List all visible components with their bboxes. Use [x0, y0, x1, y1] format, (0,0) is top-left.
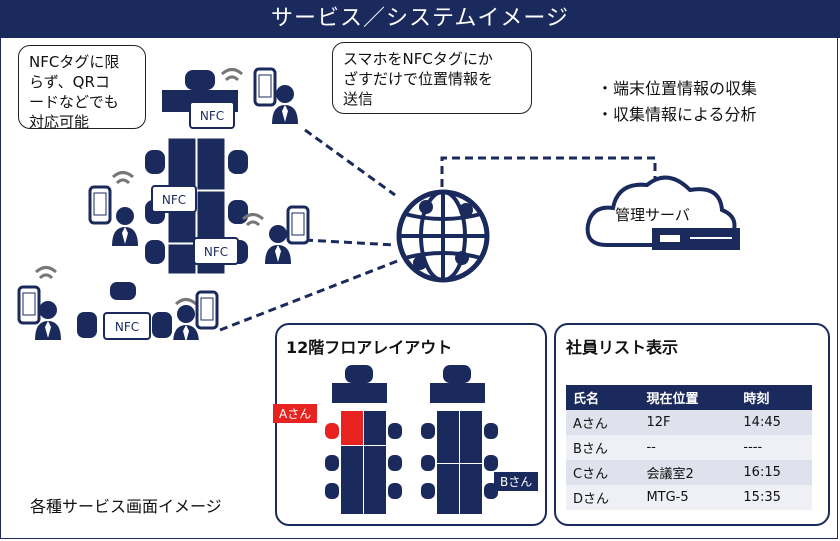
- table-row: Dさん MTG-5 15:35: [566, 485, 812, 510]
- table-header-row: 氏名 現在位置 時刻: [566, 385, 812, 410]
- globe-icon: [396, 189, 490, 283]
- nfc-illustration: NFC NFC NFC NFC 管理サーバ: [17, 67, 740, 340]
- caption: 各種サービス画面イメージ: [30, 497, 222, 516]
- nfc-tag: NFC: [189, 101, 235, 129]
- nfc-tag: NFC: [151, 185, 197, 213]
- nfc-tag: NFC: [193, 237, 239, 265]
- svg-text:NFC: NFC: [200, 109, 224, 123]
- note-bubble-top: スマホをNFCタグにか ざすだけで位置情報を 送信: [332, 42, 532, 114]
- column-header: 現在位置: [639, 385, 737, 410]
- floor-layout-map: [325, 365, 498, 514]
- person-tag-b: Bさん: [494, 472, 539, 491]
- page-title: サービス／システムイメージ: [0, 0, 840, 38]
- note-bubble-left: NFCタグに限 らず、QRコ ードなどでも 対応可能: [18, 45, 146, 131]
- chair: [185, 70, 215, 90]
- floor-layout-panel: [275, 323, 547, 526]
- svg-text:NFC: NFC: [162, 193, 186, 207]
- feature-item: 端末位置情報の収集: [597, 76, 757, 102]
- table-row: Cさん 会議室2 16:15: [566, 460, 812, 485]
- employee-list-title: 社員リスト表示: [566, 338, 679, 357]
- svg-text:NFC: NFC: [115, 320, 139, 334]
- nfc-tag: NFC: [103, 312, 151, 340]
- table-row: Bさん -- ----: [566, 435, 812, 460]
- column-header: 氏名: [566, 385, 640, 410]
- server-label: 管理サーバ: [615, 206, 690, 224]
- feature-list: 端末位置情報の収集 収集情報による分析: [597, 76, 757, 128]
- svg-text:NFC: NFC: [204, 245, 228, 259]
- table-row: Aさん 12F 14:45: [566, 410, 812, 435]
- cloud-server-icon: 管理サーバ: [585, 175, 740, 250]
- employee-table: 氏名 現在位置 時刻 Aさん 12F 14:45 Bさん -- ---- Cさん…: [566, 385, 812, 510]
- feature-item: 収集情報による分析: [597, 102, 757, 128]
- column-header: 時刻: [736, 385, 812, 410]
- person-tag-a: Aさん: [273, 404, 318, 423]
- floor-layout-title: 12階フロアレイアウト: [286, 338, 453, 357]
